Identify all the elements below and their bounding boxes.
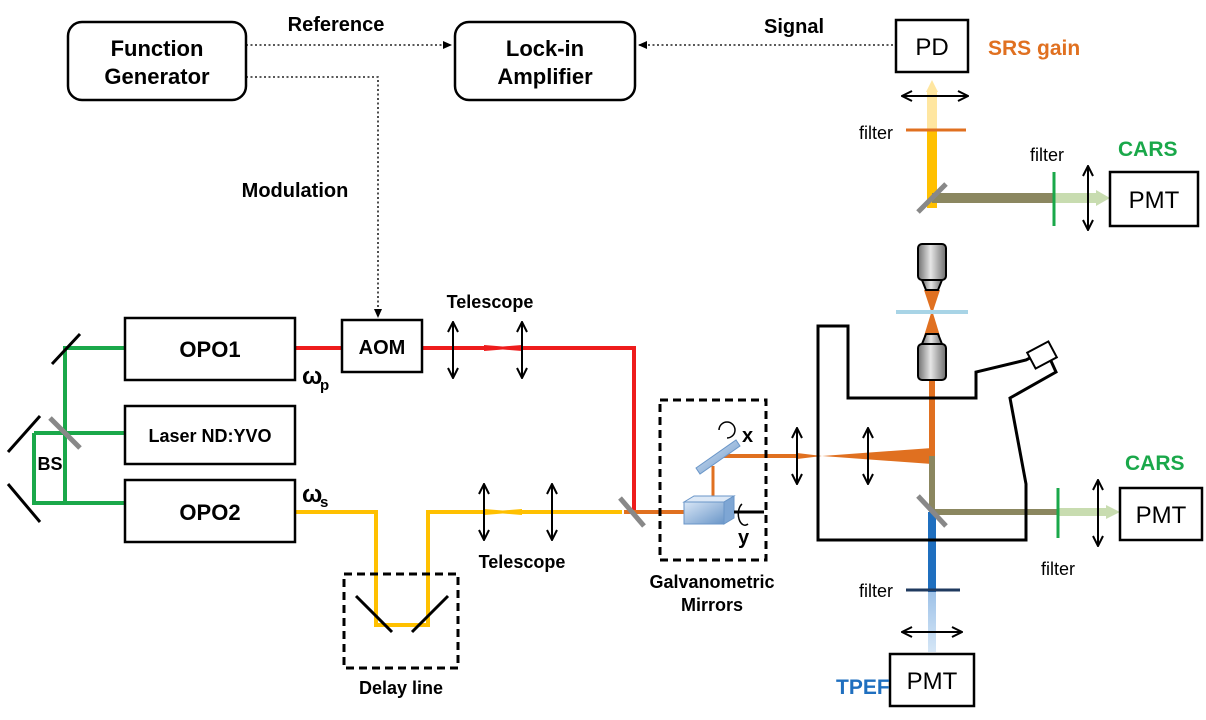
lockin-label-1: Lock-in [506,36,584,61]
pmt-label: PMT [1129,187,1180,214]
galvo-y-rotation-icon [737,503,749,526]
function-generator-box: Function Generator [66,20,248,102]
modulation-label: Modulation [242,180,349,202]
srs-arrow [926,80,938,92]
pmt-epi-cars-box: PMT [1118,486,1204,542]
function-generator-label-2: Generator [104,64,210,89]
srs-filter-label: filter [859,123,893,143]
aom-box: AOM [340,318,424,374]
galvo-x-rotation-icon [718,421,736,439]
omega-p-label: ω [302,363,322,390]
laser-box: Laser ND:YVO [123,404,297,466]
epi-cars-filter-label: filter [1041,559,1075,579]
pmt-tpef-box: PMT [888,652,976,708]
tpef-filter-label: filter [859,581,893,601]
stokes-telescope-label: Telescope [479,552,566,572]
omega-p-subscript: p [320,377,329,394]
omega-s-subscript: s [320,494,328,511]
mirror-top-left [50,332,82,366]
tpef-label: TPEF [836,676,890,699]
green-beam-bs-down [32,433,65,505]
reference-label: Reference [288,14,385,36]
scan-lens-focus [797,453,822,459]
galvo-mirror-x [695,439,741,475]
pd-box: PD [894,18,970,74]
opo1-label: OPO1 [179,337,240,362]
srs-gain-label: SRS gain [988,37,1080,60]
delay-line-dashed-box [342,572,460,670]
green-beam [63,346,125,435]
stokes-beam-a [295,510,484,627]
lockin-label-2: Amplifier [497,64,593,89]
opo1-box: OPO1 [123,316,297,382]
omega-s-label: ω [302,481,322,508]
modulation-connection [246,76,382,318]
forward-cars-label: CARS [1118,138,1178,161]
optics [6,96,1098,634]
galvo-dashed-box [658,398,768,562]
tube-lens-beam [822,448,932,464]
galvo-label-2: Mirrors [681,595,743,615]
epi-dichroic [916,494,948,528]
galvo-label-1: Galvanometric [649,572,774,592]
forward-cars-filter-label: filter [1030,145,1064,165]
delay-line-label: Delay line [359,678,443,698]
bs-label: BS [37,454,62,474]
pmt-label: PMT [907,668,958,695]
delay-mirror-right [410,594,450,634]
dichroic-combiner [618,496,646,528]
beam-splitter [48,416,82,450]
epi-cars-arrow [1106,505,1120,519]
mirror-left [6,415,42,453]
tpef-beam-faded [928,592,936,652]
pmt-label: PMT [1136,502,1187,529]
mirror-bottom-left [6,483,42,523]
galvo-x-label: x [742,425,753,447]
pump-telescope-focus-b [484,345,522,351]
galvo-y-label: y [738,527,750,549]
forward-cars-arrow [1096,190,1110,206]
electronic-connections [246,41,893,318]
labels: Reference Signal Modulation Telescope Te… [37,14,1184,699]
eyepiece [1025,340,1059,370]
objective-focus-upper [924,290,940,314]
delay-mirror-left [354,594,394,634]
pmt-forward-cars-box: PMT [1108,170,1200,228]
pump-telescope-label: Telescope [447,292,534,312]
lockin-amplifier-box: Lock-in Amplifier [453,20,637,102]
pump-beam-c [522,346,636,512]
opo2-label: OPO2 [179,500,240,525]
signal-label: Signal [764,16,824,38]
epi-cars-label: CARS [1125,452,1185,475]
pd-label: PD [915,34,948,61]
laser-label: Laser ND:YVO [148,426,271,446]
function-generator-label-1: Function [111,36,204,61]
condenser-objective [917,243,947,291]
objective-focus-lower [924,310,940,336]
galvo-mirror-y [682,495,736,525]
forward-dichroic [916,182,948,214]
opo2-box: OPO2 [123,478,297,544]
beams [32,80,1120,652]
stokes-telescope-focus-b [484,509,522,515]
illumination-objective [917,333,947,381]
aom-label: AOM [359,337,406,359]
